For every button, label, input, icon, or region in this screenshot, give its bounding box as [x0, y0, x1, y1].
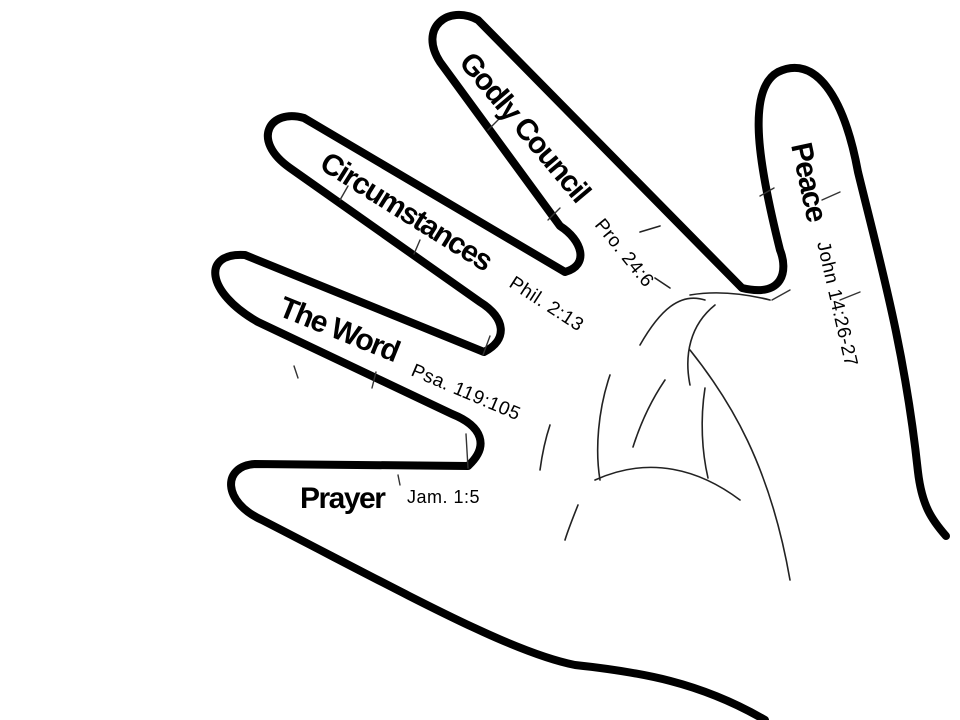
middle-finger-reference: Phil. 2:13 [505, 273, 587, 336]
palm-lines [539, 225, 791, 581]
index-finger-reference: Psa. 119:105 [408, 360, 524, 425]
pinky-finger-label: Peace [784, 140, 833, 225]
ring-finger-reference: Pro. 24:6 [590, 215, 658, 292]
thumb-label: Prayer [300, 482, 386, 515]
finger-joint-ticks [293, 117, 861, 486]
pinky-finger-reference: John 14:26-27 [812, 239, 861, 368]
thumb-reference: Jam. 1:5 [407, 487, 480, 507]
hand-outline [211, 11, 950, 720]
